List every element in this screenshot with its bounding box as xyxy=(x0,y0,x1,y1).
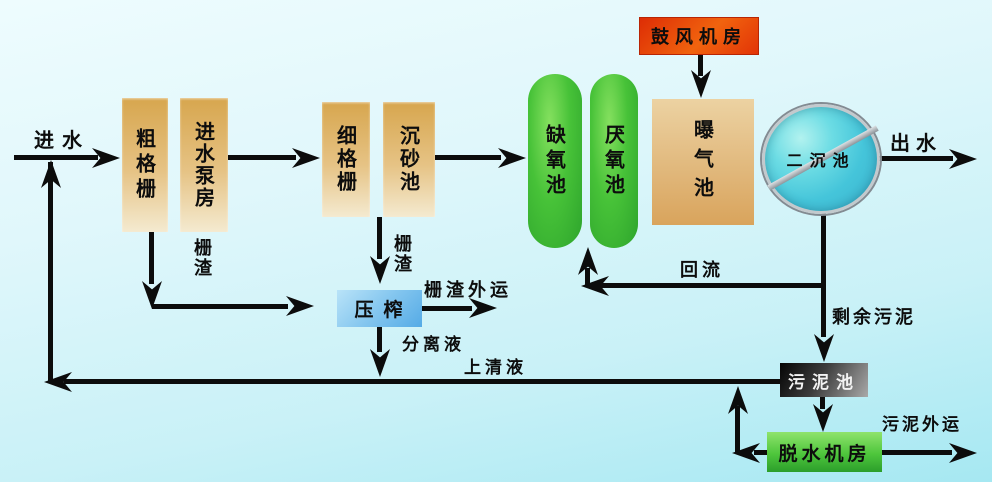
label-return-flow: 回流 xyxy=(680,260,724,281)
connector-return-flow xyxy=(600,283,823,288)
arrowhead-right-icon xyxy=(949,149,977,169)
label-screen-residue-coarse: 栅渣 xyxy=(191,238,212,278)
connector-return-left-vertical xyxy=(48,162,53,383)
node-anoxic-tank: 缺氧池 xyxy=(528,74,582,248)
node-label: 缺氧池 xyxy=(542,123,567,199)
label-influent: 进水 xyxy=(34,128,90,152)
node-label: 压榨 xyxy=(354,299,413,321)
node-label: 曝气池 xyxy=(690,118,715,206)
label-excess-sludge: 剩余污泥 xyxy=(832,307,916,328)
node-label: 二沉池 xyxy=(786,151,856,170)
connector-blower-to-aeration xyxy=(698,54,703,76)
connector-return-flow-up xyxy=(585,268,590,285)
node-fine-screen: 细格栅 xyxy=(322,102,370,217)
node-anaerobic-tank: 厌氧池 xyxy=(590,74,638,248)
node-sludge-tank: 污泥池 xyxy=(780,363,868,397)
connector-influent xyxy=(14,155,98,160)
arrowhead-right-icon xyxy=(949,443,977,463)
arrowhead-down-icon xyxy=(814,334,834,362)
arrowhead-down-icon xyxy=(370,256,390,284)
node-label: 厌氧池 xyxy=(601,123,626,199)
label-sludge-transport-out: 污泥外运 xyxy=(882,415,962,435)
connector-dewatering-up xyxy=(735,406,740,452)
connector-clarifier-down xyxy=(821,205,826,337)
node-secondary-clarifier: 二沉池 xyxy=(762,104,880,214)
connector-dewatering-left xyxy=(754,450,768,455)
connector-grit-to-anoxic xyxy=(435,155,501,160)
node-label: 鼓风机房 xyxy=(651,27,747,48)
label-screen-residue-fine: 栅渣 xyxy=(391,234,412,274)
connector-fine-residue xyxy=(377,217,382,259)
connector-effluent xyxy=(877,156,953,161)
node-coarse-screen: 粗格栅 xyxy=(122,98,168,232)
node-label: 沉砂池 xyxy=(396,125,421,194)
arrowhead-right-icon xyxy=(286,296,314,316)
node-label: 污泥池 xyxy=(788,372,860,393)
connector-dewatering-out xyxy=(882,450,952,455)
node-dewatering-room: 脱水机房 xyxy=(767,432,882,472)
connector-pump-to-finescreen xyxy=(226,155,296,160)
node-press: 压榨 xyxy=(337,290,422,327)
arrowhead-right-icon xyxy=(292,148,320,168)
node-aeration-tank: 曝气池 xyxy=(652,99,754,225)
connector-coarse-residue xyxy=(149,232,154,284)
node-label: 脱水机房 xyxy=(778,442,871,465)
label-residue-transport-out: 栅渣外运 xyxy=(424,280,512,301)
connector-press-out xyxy=(422,306,472,311)
label-separated-liquid: 分离液 xyxy=(402,335,465,355)
connector-residue-to-press xyxy=(152,304,288,309)
arrowhead-right-icon xyxy=(498,148,526,168)
node-label: 进水泵房 xyxy=(191,121,216,209)
connector-sludge-to-dewatering xyxy=(820,397,825,409)
node-label: 粗格栅 xyxy=(132,127,157,203)
arrowhead-down-icon xyxy=(370,349,390,377)
node-inlet-pump-house: 进水泵房 xyxy=(180,98,228,232)
node-blower-room: 鼓风机房 xyxy=(640,18,758,54)
label-effluent: 出水 xyxy=(890,131,942,155)
label-supernatant: 上清液 xyxy=(464,358,527,378)
connector-press-down xyxy=(377,327,382,352)
node-grit-chamber: 沉砂池 xyxy=(383,102,435,217)
node-label: 细格栅 xyxy=(333,125,358,194)
connector-supernatant xyxy=(64,379,780,384)
